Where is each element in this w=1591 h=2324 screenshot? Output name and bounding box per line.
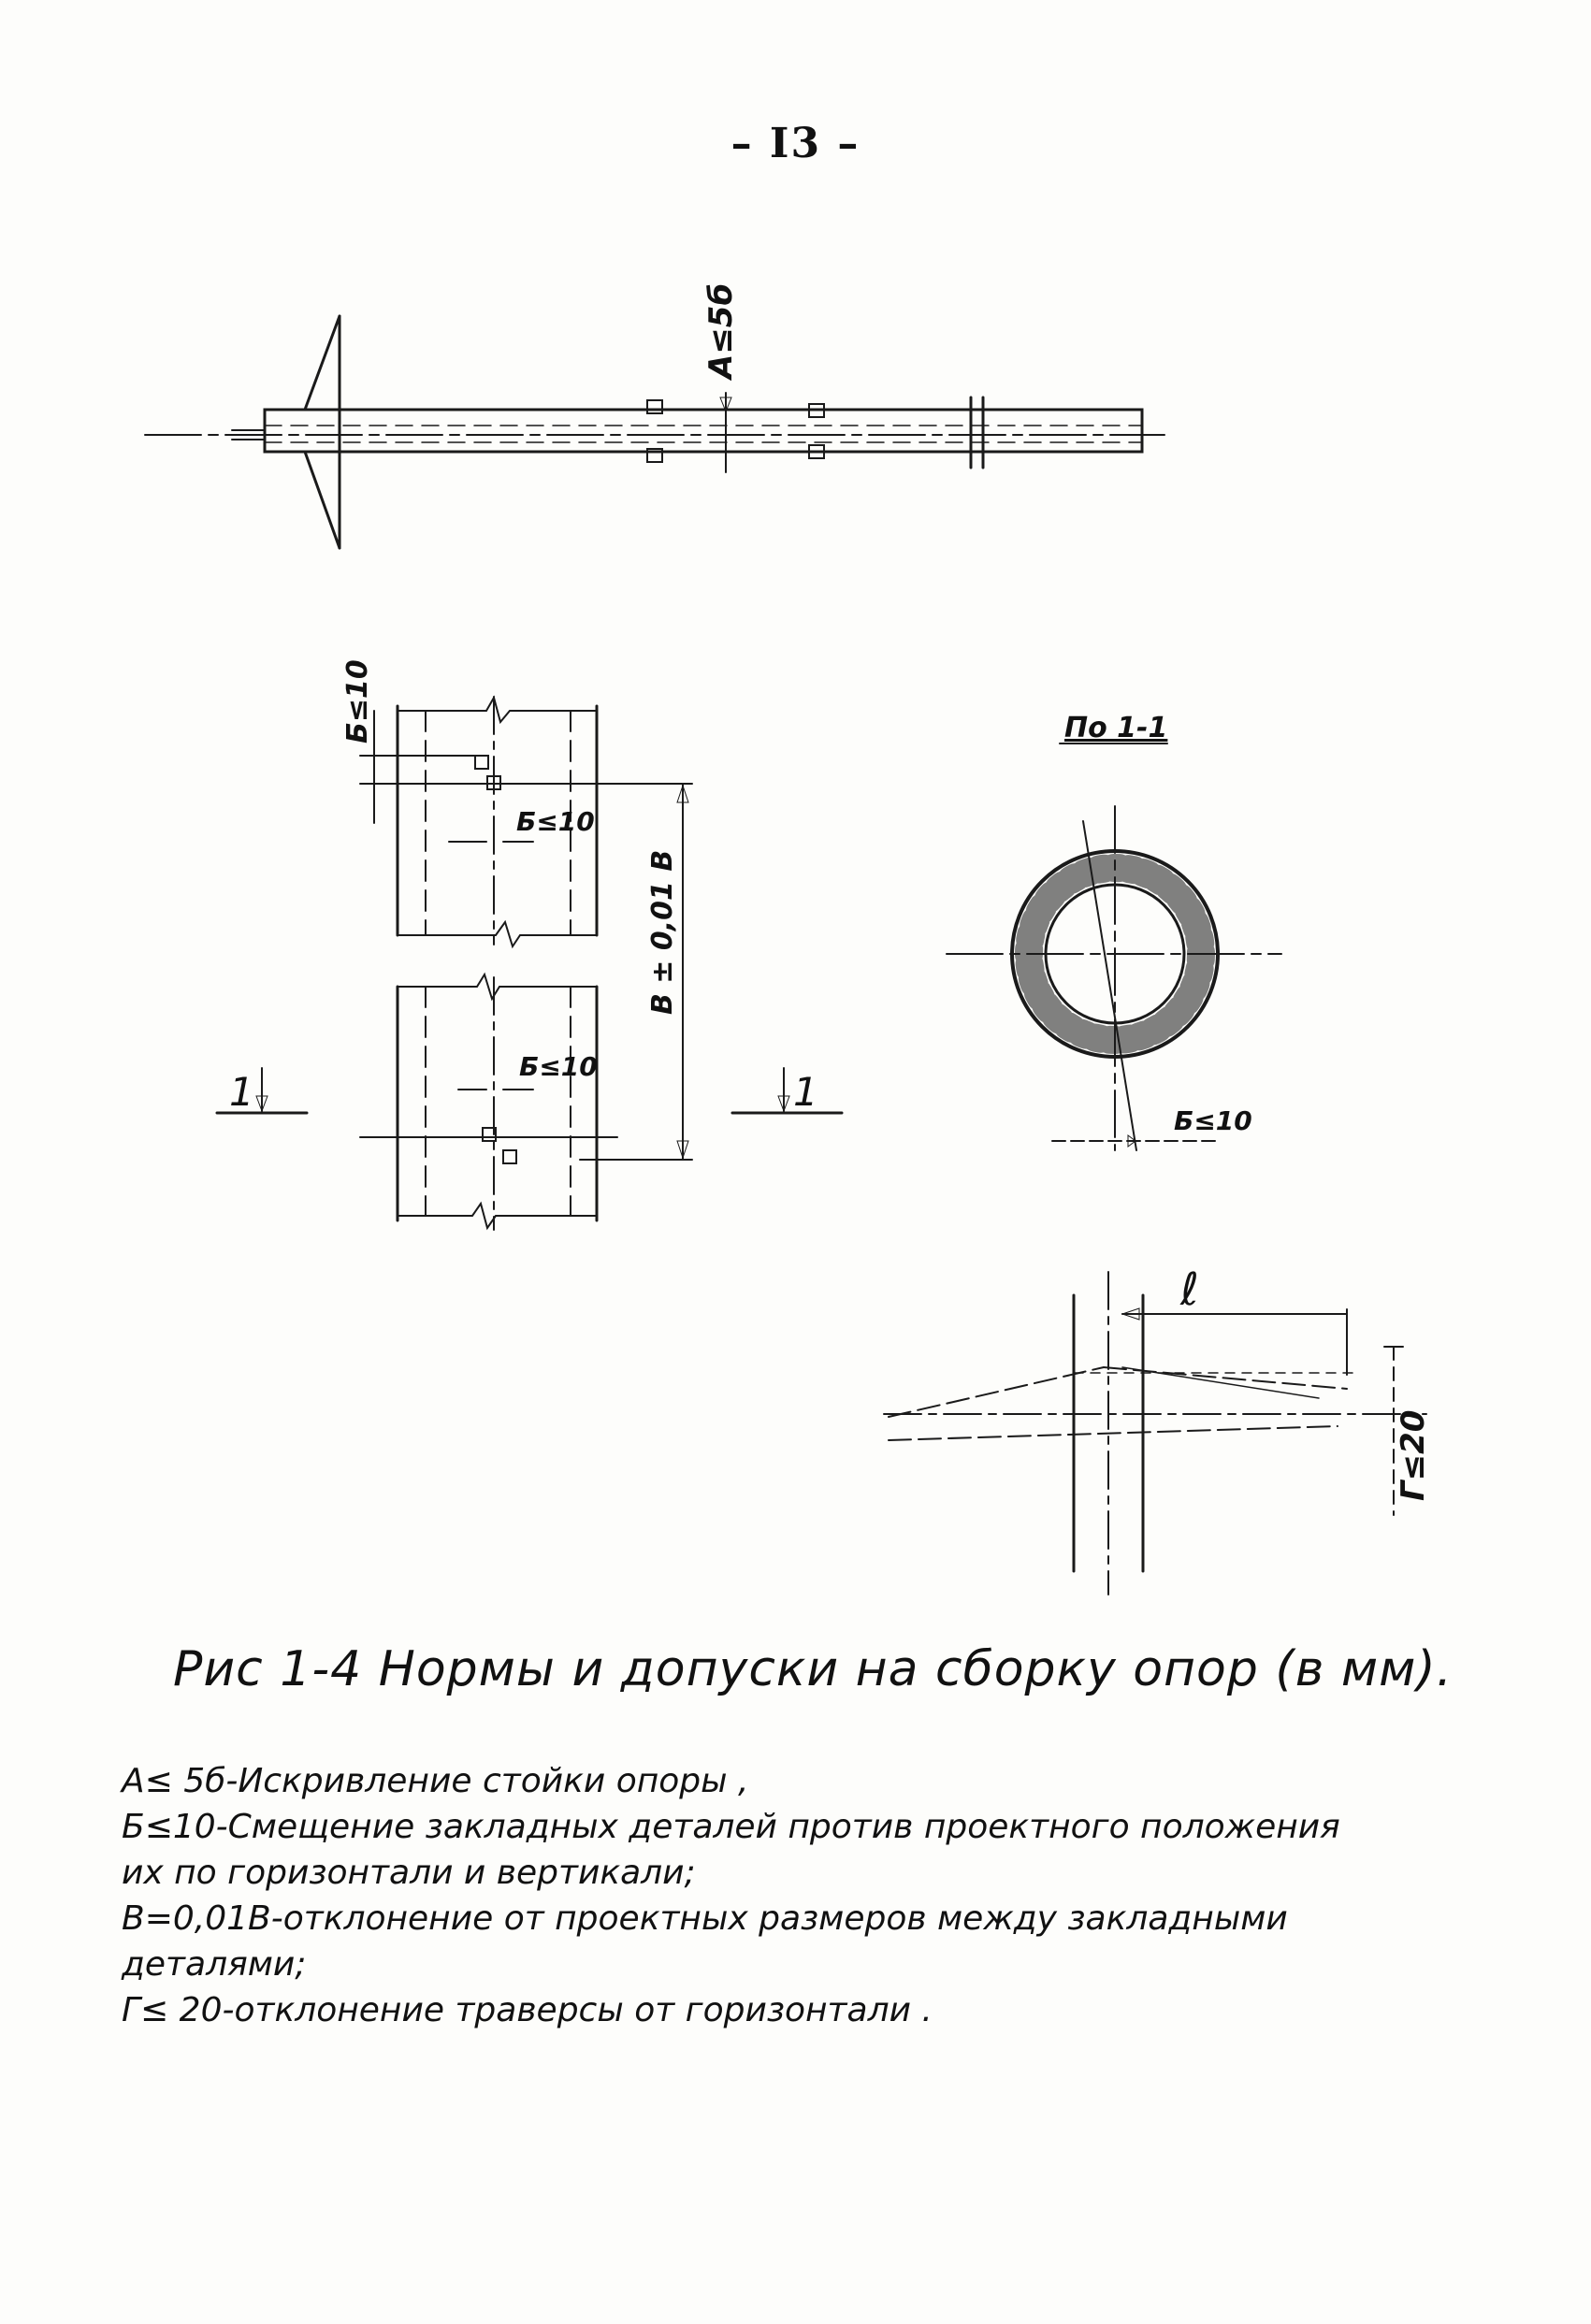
- offset-label-horizontal-lower: Б≤10: [519, 1051, 598, 1082]
- note-line: В=0,01В-отклонение от проектных размеров…: [122, 1899, 1288, 1938]
- note-line: Б≤10-Смещение закладных деталей против п…: [122, 1808, 1340, 1846]
- offset-label-vertical: Б≤10: [341, 659, 374, 743]
- note-line: Г≤ 20-отклонение траверсы от горизонтали…: [122, 1991, 933, 2029]
- note-line: деталями;: [122, 1945, 307, 1984]
- curvature-label: A≤5б: [702, 283, 740, 382]
- page-number: – I3 –: [730, 120, 861, 167]
- cut-mark-left: 1: [229, 1069, 254, 1115]
- traverse-detail: ℓ Г≤20: [883, 1263, 1432, 1595]
- legend-notes: A≤ 5б-Искривление стойки опоры , Б≤10-См…: [122, 1758, 1506, 2033]
- note-line: их по горизонтали и вертикали;: [122, 1854, 696, 1892]
- section-label: По 1-1: [1064, 712, 1167, 744]
- section-offset-label: Б≤10: [1174, 1105, 1252, 1136]
- length-label: ℓ: [1179, 1263, 1199, 1316]
- note-line: A≤ 5б-Искривление стойки опоры ,: [122, 1762, 749, 1800]
- pole-top-view: A≤5б: [144, 283, 1165, 550]
- figure-caption: Рис 1-4 Нормы и допуски на сборку опор (…: [173, 1641, 1454, 1697]
- section-1-1: По 1-1 Б≤10: [946, 712, 1282, 1151]
- cut-mark-right: 1: [793, 1069, 818, 1115]
- traverse-deviation-label: Г≤20: [1395, 1410, 1432, 1501]
- offset-label-horizontal-upper: Б≤10: [516, 806, 595, 837]
- spacing-tolerance-label: В ± 0,01 В: [646, 850, 679, 1015]
- pole-side-view: Б≤10 Б≤10 Б≤10 В ± 0,01 В 1 1: [215, 659, 844, 1231]
